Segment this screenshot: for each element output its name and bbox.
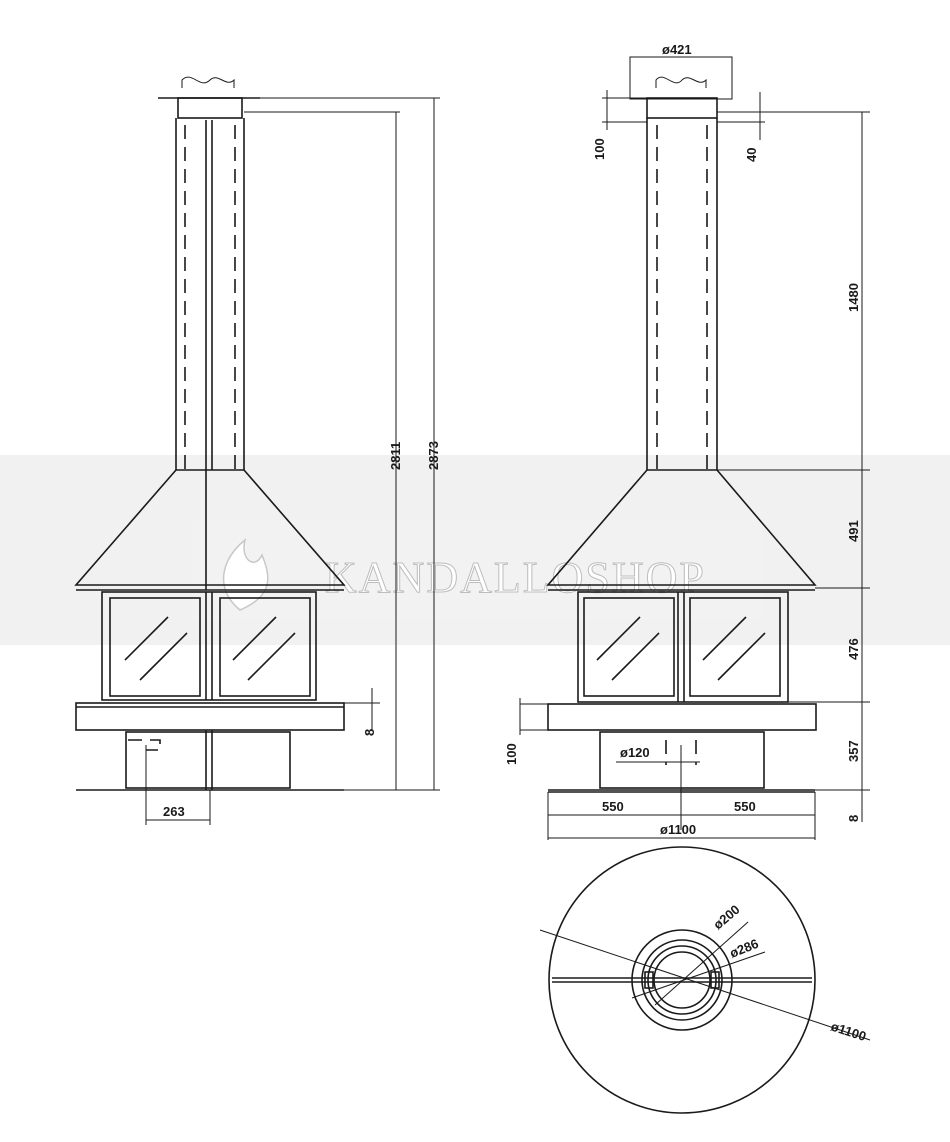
dim-outlet-diameter: ø120 <box>620 745 650 760</box>
dim-cap-height: 100 <box>592 138 607 160</box>
dim-firebox-height: 476 <box>846 638 861 660</box>
side-plinth <box>547 703 817 731</box>
dim-collar: 40 <box>744 148 759 162</box>
dim-half-left: 550 <box>602 799 624 814</box>
dim-base-height: 357 <box>846 740 861 762</box>
dim-plinth-step: 100 <box>504 743 519 765</box>
front-glass-right <box>219 597 311 697</box>
dim-overall: ø1100 <box>829 1019 868 1044</box>
side-cap <box>646 97 718 119</box>
front-plinth <box>75 702 345 731</box>
watermark-text: KANDALLOSHOP <box>325 553 706 602</box>
dim-base-depth: 263 <box>163 804 185 819</box>
dim-hood-height: 491 <box>846 520 861 542</box>
dim-floor-plate: 8 <box>846 815 861 822</box>
side-glass-right <box>689 597 781 697</box>
top-flue-outer <box>647 945 717 1015</box>
watermark: KANDALLOSHOP <box>0 455 950 645</box>
dim-base-offset: 8 <box>362 729 377 736</box>
dim-cap-diameter: ø421 <box>662 42 692 57</box>
front-glass-left <box>109 597 201 697</box>
side-glass-left <box>583 597 675 697</box>
front-hood <box>74 469 346 586</box>
break-symbol <box>655 76 707 88</box>
side-base <box>599 731 765 789</box>
top-view: ø200 ø286 ø1100 <box>539 846 871 1114</box>
dim-half-right: 550 <box>734 799 756 814</box>
dim-flue-height: 1480 <box>846 283 861 312</box>
front-view: 263 2811 2873 8 <box>74 76 441 825</box>
top-flue-inner <box>653 951 711 1009</box>
dim-base-diameter: ø1100 <box>660 822 696 837</box>
break-symbol <box>181 76 235 88</box>
side-hood <box>546 469 817 586</box>
top-outer-circle <box>548 846 816 1114</box>
dim-total-height: 2873 <box>426 441 441 470</box>
dim-inner-height: 2811 <box>388 442 403 470</box>
front-cap <box>177 97 243 119</box>
front-base <box>125 731 291 789</box>
side-view: ø421 ø120 <box>504 42 870 840</box>
dim-inner-ring: ø200 <box>710 902 742 933</box>
dim-outer-ring: ø286 <box>728 936 761 961</box>
